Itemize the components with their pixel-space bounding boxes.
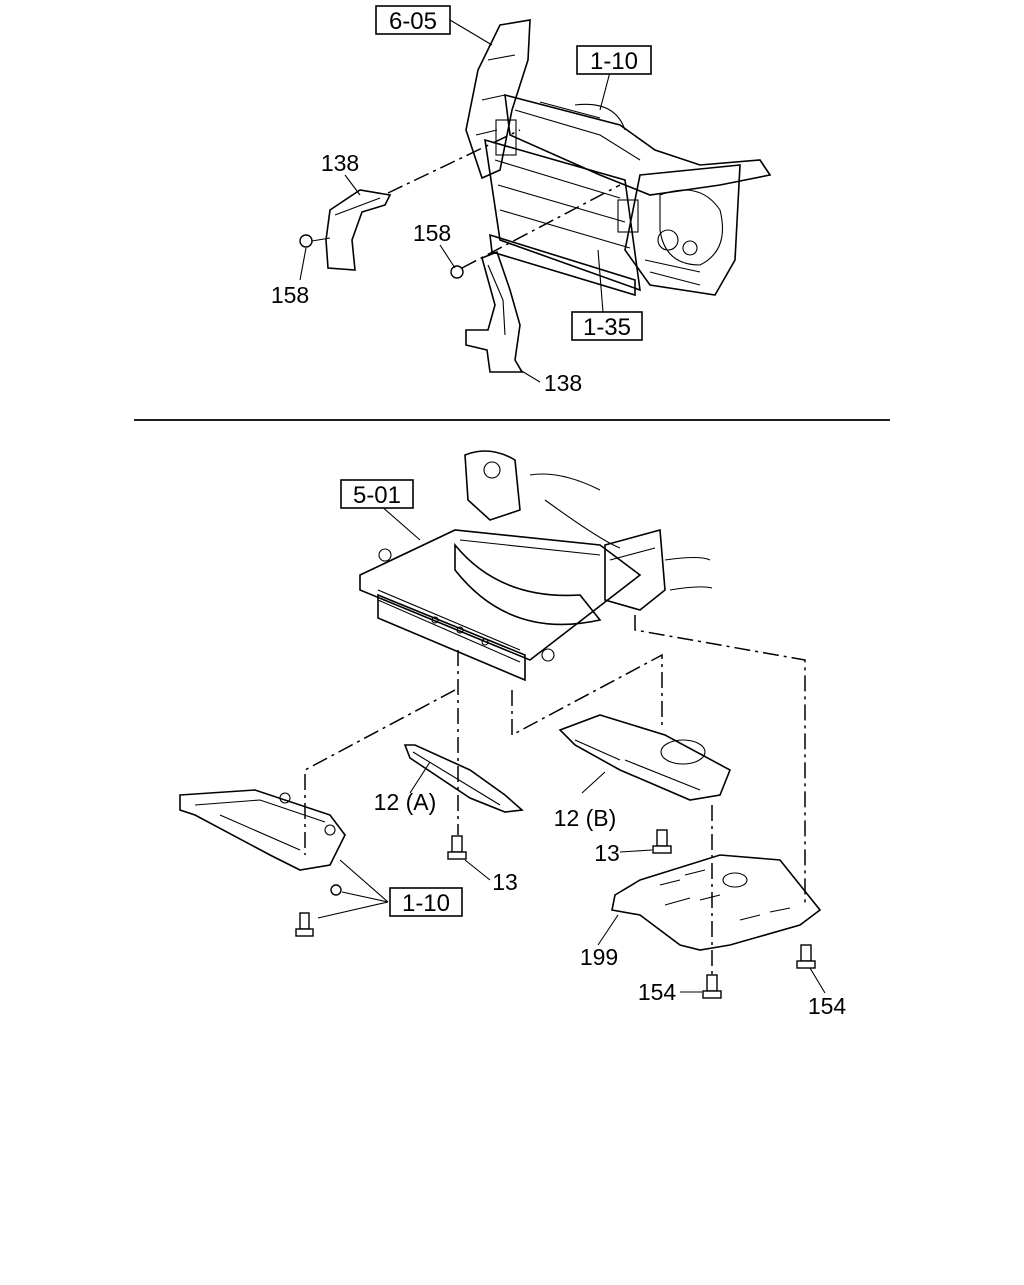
bolt-13-b bbox=[652, 829, 672, 854]
callout-138-left: 138 bbox=[321, 150, 359, 176]
bolt-154-b bbox=[796, 944, 816, 969]
callout-138-right: 138 bbox=[544, 370, 582, 396]
left-under-cover-drawing bbox=[179, 789, 346, 871]
stone-guard-a-drawing bbox=[403, 744, 524, 813]
skid-plate-drawing bbox=[611, 854, 822, 951]
bolt-1-10-a bbox=[295, 912, 314, 937]
callout-12a: 12 (A) bbox=[374, 789, 437, 815]
ref-label-1-10-lower: 1-10 bbox=[402, 890, 450, 917]
crossmember-drawing bbox=[359, 450, 713, 682]
ref-label-1-35: 1-35 bbox=[583, 314, 631, 341]
ref-label-1-10-upper: 1-10 bbox=[590, 48, 638, 75]
callout-158-right: 158 bbox=[413, 220, 451, 246]
air-deflector-right-drawing bbox=[450, 250, 524, 373]
callout-158-left: 158 bbox=[271, 282, 309, 308]
leader-line bbox=[461, 184, 621, 269]
radiator-core-support-drawing bbox=[465, 19, 772, 297]
bolt-13-a bbox=[447, 835, 467, 860]
callout-13-right: 13 bbox=[594, 840, 620, 866]
bolt-154-a bbox=[702, 974, 722, 999]
clip-1-10-b bbox=[330, 884, 342, 896]
callout-13-left: 13 bbox=[492, 869, 518, 895]
ref-label-6-05: 6-05 bbox=[389, 8, 437, 35]
ref-label-5-01: 5-01 bbox=[353, 482, 401, 509]
callout-154-left: 154 bbox=[638, 979, 677, 1005]
callout-154-right: 154 bbox=[808, 993, 847, 1019]
stone-guard-b-drawing bbox=[558, 714, 732, 801]
leader-line bbox=[387, 129, 521, 194]
air-deflector-left-drawing bbox=[299, 189, 392, 271]
callout-199: 199 bbox=[580, 944, 618, 970]
callout-12b: 12 (B) bbox=[554, 805, 617, 831]
